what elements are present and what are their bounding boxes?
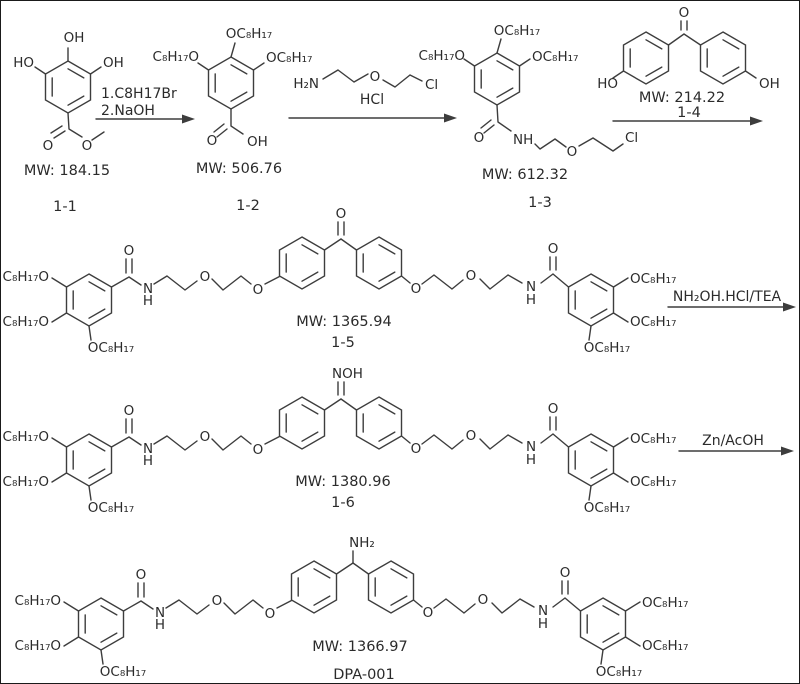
compound-id-1-4: 1-4 <box>677 105 701 121</box>
atom-label-nh2: NH₂ <box>349 535 375 551</box>
benzene-ring <box>207 56 255 110</box>
right-arm <box>341 397 676 516</box>
compound-1-5: O MW: 1365.94 1-5 <box>3 206 677 356</box>
reagent-step1-line2: 2.NaOH <box>101 103 155 119</box>
reaction-arrow-step1: 1.C8H17Br 2.NaOH <box>95 86 195 124</box>
compound-1-3: OC₈H₁₇ C₈H₁₇O OC₈H₁₇ O NH O Cl MW: 612.3… <box>419 23 639 211</box>
reaction-arrow-step3 <box>612 116 763 126</box>
mw-label-1-2: MW: 506.76 <box>196 161 282 177</box>
arrowhead-icon <box>781 446 794 456</box>
compound-id-1-3: 1-3 <box>528 195 552 211</box>
compound-1-2: OC₈H₁₇ C₈H₁₇O OC₈H₁₇ O OH MW: 506.76 1-2 <box>153 26 313 214</box>
atom-label-octyloxy: C₈H₁₇O <box>153 49 199 65</box>
atom-label-cl: Cl <box>425 77 438 93</box>
compound-dpa-001: NH₂ MW: 1366.97 DPA-001 <box>15 535 689 683</box>
benzene-ring <box>699 31 747 85</box>
benzene-ring <box>622 31 670 85</box>
mw-label-1-1: MW: 184.15 <box>24 163 110 179</box>
compound-id-dpa-001: DPA-001 <box>333 667 395 683</box>
benzene-ring <box>473 52 521 106</box>
compound-id-1-2: 1-2 <box>236 198 260 214</box>
atom-label-cl: Cl <box>625 130 638 146</box>
atom-label-oh: OH <box>103 55 124 71</box>
mw-label-dpa-001: MW: 1366.97 <box>312 639 407 655</box>
atom-label-octyloxy: OC₈H₁₇ <box>494 23 540 39</box>
atom-label-octyloxy: OC₈H₁₇ <box>532 49 578 65</box>
atom-label-ether-o: O <box>567 144 578 160</box>
mw-label-1-3: MW: 612.32 <box>482 167 568 183</box>
compound-id-1-5: 1-5 <box>331 335 355 351</box>
atom-label-octyloxy: C₈H₁₇O <box>419 48 465 64</box>
atom-label-carbonyl-o: O <box>43 138 54 154</box>
left-arm <box>3 237 341 356</box>
atom-label-nh: NH <box>513 132 533 148</box>
reagent-amine: H₂N O Cl HCl <box>293 69 438 108</box>
reagent-step4: NH₂OH.HCl/TEA <box>673 289 782 305</box>
right-arm <box>353 561 688 680</box>
atom-label-carbonyl-o: O <box>336 206 347 222</box>
atom-label-octyloxy: OC₈H₁₇ <box>226 26 272 42</box>
atom-label-ho: HO <box>13 55 34 71</box>
reaction-arrow-step2 <box>288 113 457 123</box>
mw-label-1-5: MW: 1365.94 <box>296 314 391 330</box>
left-arm <box>15 561 353 680</box>
right-arm <box>341 237 676 356</box>
atom-label-h2n: H₂N <box>293 76 319 92</box>
atom-label-octyloxy: OC₈H₁₇ <box>266 50 312 66</box>
compound-1-1: OH HO OH O O MW: 184.15 1-1 <box>13 30 124 215</box>
left-arm <box>3 397 341 516</box>
compound-1-4: O HO OH MW: 214.22 1-4 <box>597 5 780 121</box>
atom-label-carbonyl-o: O <box>474 130 485 146</box>
arrowhead-icon <box>182 114 195 124</box>
arrowhead-icon <box>444 113 457 123</box>
compound-id-1-1: 1-1 <box>53 199 77 215</box>
mw-label-1-4: MW: 214.22 <box>639 90 725 106</box>
reagent-step5: Zn/AcOH <box>702 433 764 449</box>
atom-label-carbonyl-o: O <box>207 133 218 149</box>
reaction-arrow-step4: NH₂OH.HCl/TEA <box>667 289 796 312</box>
atom-label-oh: OH <box>759 76 780 92</box>
reagent-step1-line1: 1.C8H17Br <box>101 86 177 102</box>
arrowhead-icon <box>783 302 796 312</box>
mw-label-1-6: MW: 1380.96 <box>295 474 390 490</box>
atom-label-ho: HO <box>597 76 618 92</box>
compound-id-1-6: 1-6 <box>331 495 355 511</box>
atom-label-carbonyl-o: O <box>679 5 690 21</box>
reaction-arrow-step5: Zn/AcOH <box>678 433 794 456</box>
compound-1-6: NOH MW: 1380.96 1-6 <box>3 366 677 516</box>
atom-label-oh: OH <box>247 134 268 150</box>
atom-label-noh: NOH <box>332 366 363 382</box>
atom-label-oh: OH <box>64 30 85 46</box>
arrowhead-icon <box>750 116 763 126</box>
atom-label-ether-o: O <box>370 69 381 85</box>
atom-label-ester-o: O <box>82 138 93 154</box>
reagent-step2-salt: HCl <box>360 92 384 108</box>
benzene-ring <box>44 60 92 114</box>
